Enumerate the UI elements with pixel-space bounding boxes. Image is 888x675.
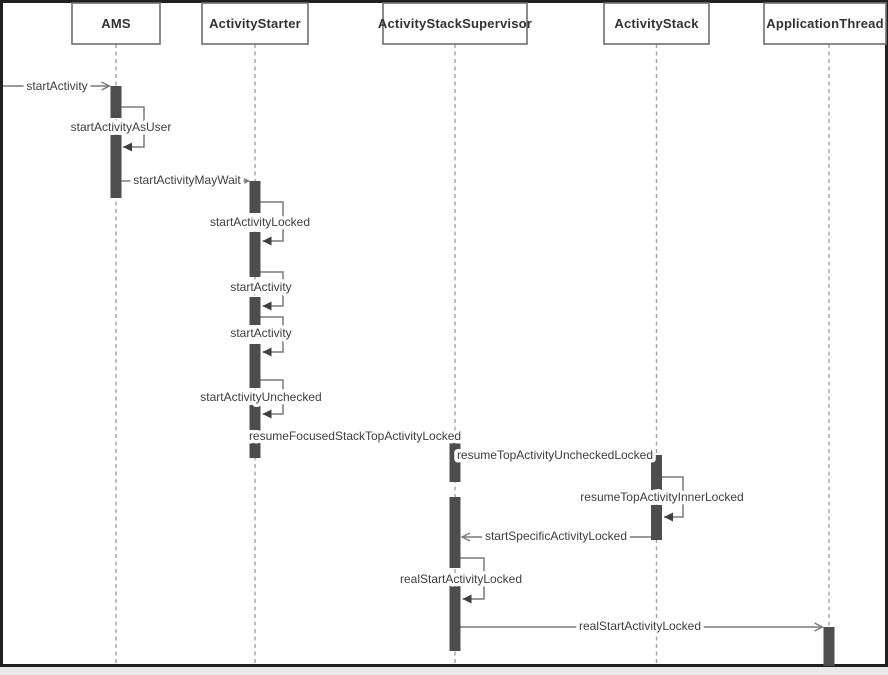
- participant-ams: AMS: [71, 2, 161, 45]
- activation-bar-applicationthread-1: [823, 627, 835, 666]
- participant-label-ams: AMS: [101, 16, 131, 31]
- message-label: startActivityUnchecked: [200, 390, 321, 404]
- activation-bar-ams-2: [110, 135, 122, 198]
- message-label: realStartActivityLocked: [400, 572, 522, 586]
- participant-label-activitystarter: ActivityStarter: [209, 16, 301, 31]
- message-9-resumeTopActivityInnerLocked: resumeTopActivityInnerLocked: [577, 476, 747, 522]
- participant-activitystack: ActivityStack: [603, 2, 710, 45]
- activation-bar-activitystacksupervisor-1: [449, 437, 461, 482]
- message-label: resumeFocusedStackTopActivityLocked: [249, 429, 461, 443]
- message-label: resumeTopActivityInnerLocked: [580, 490, 743, 504]
- participant-box-activitystarter: [201, 2, 309, 45]
- message-arrow: [662, 476, 684, 522]
- participant-activitystarter: ActivityStarter: [201, 2, 309, 45]
- message-arrow: [260, 379, 284, 419]
- participant-box-activitystack: [603, 2, 710, 45]
- message-3-startActivityLocked: startActivityLocked: [206, 201, 314, 246]
- participant-applicationthread: ApplicationThread: [763, 2, 887, 45]
- message-5-startActivity: startActivity: [227, 316, 295, 357]
- message-11-realStartActivityLocked: realStartActivityLocked: [396, 557, 526, 604]
- message-label: startActivityAsUser: [71, 120, 172, 134]
- message-label: startActivity: [26, 79, 87, 93]
- message-4-startActivity: startActivity: [227, 271, 295, 311]
- message-arrow: [121, 106, 145, 152]
- activation-bar-activitystack-2: [651, 505, 662, 540]
- message-2-startActivityMayWait: startActivityMayWait: [121, 170, 249, 191]
- activation-bar-activitystack-1: [651, 455, 662, 490]
- participant-box-applicationthread: [763, 2, 887, 45]
- message-arrow: [260, 271, 284, 311]
- participant-label-activitystacksupervisor: ActivityStackSupervisor: [378, 16, 532, 31]
- activation-bar-activitystarter-1: [249, 181, 261, 213]
- participant-label-activitystack: ActivityStack: [614, 16, 699, 31]
- activation-bar-activitystarter-3: [249, 297, 261, 325]
- activation-bar-activitystarter-4: [249, 344, 261, 388]
- message-12-realStartActivityLocked: realStartActivityLocked: [460, 616, 823, 637]
- message-arrow: [260, 316, 284, 357]
- message-1-startActivityAsUser: startActivityAsUser: [67, 106, 175, 152]
- message-label: startSpecificActivityLocked: [485, 529, 627, 543]
- activation-bar-activitystarter-2: [249, 232, 261, 277]
- participant-box-ams: [71, 2, 161, 45]
- activation-bar-activitystacksupervisor-3: [449, 585, 461, 651]
- message-label: startActivity: [230, 280, 291, 294]
- activation-bar-ams-1: [110, 86, 122, 118]
- message-7-resumeFocusedStackTopActivityLocked: resumeFocusedStackTopActivityLocked: [245, 426, 464, 447]
- message-label: startActivityLocked: [210, 215, 310, 229]
- message-6-startActivityUnchecked: startActivityUnchecked: [197, 379, 325, 419]
- message-arrow: [260, 201, 284, 246]
- activation-bar-activitystarter-5: [249, 405, 261, 458]
- message-0-startActivity: startActivity: [3, 76, 110, 97]
- message-label: startActivity: [230, 326, 291, 340]
- message-8-resumeTopActivityUncheckedLocked: resumeTopActivityUncheckedLocked: [453, 445, 656, 466]
- message-label: realStartActivityLocked: [579, 619, 701, 633]
- participant-activitystacksupervisor: ActivityStackSupervisor: [378, 2, 532, 45]
- participant-box-activitystacksupervisor: [382, 2, 528, 45]
- message-arrow: [460, 557, 485, 604]
- message-10-startSpecificActivityLocked: startSpecificActivityLocked: [462, 526, 651, 547]
- activation-bar-activitystacksupervisor-2: [449, 497, 461, 568]
- message-label: startActivityMayWait: [133, 173, 241, 187]
- participant-label-applicationthread: ApplicationThread: [766, 16, 884, 31]
- message-label: resumeTopActivityUncheckedLocked: [457, 448, 653, 462]
